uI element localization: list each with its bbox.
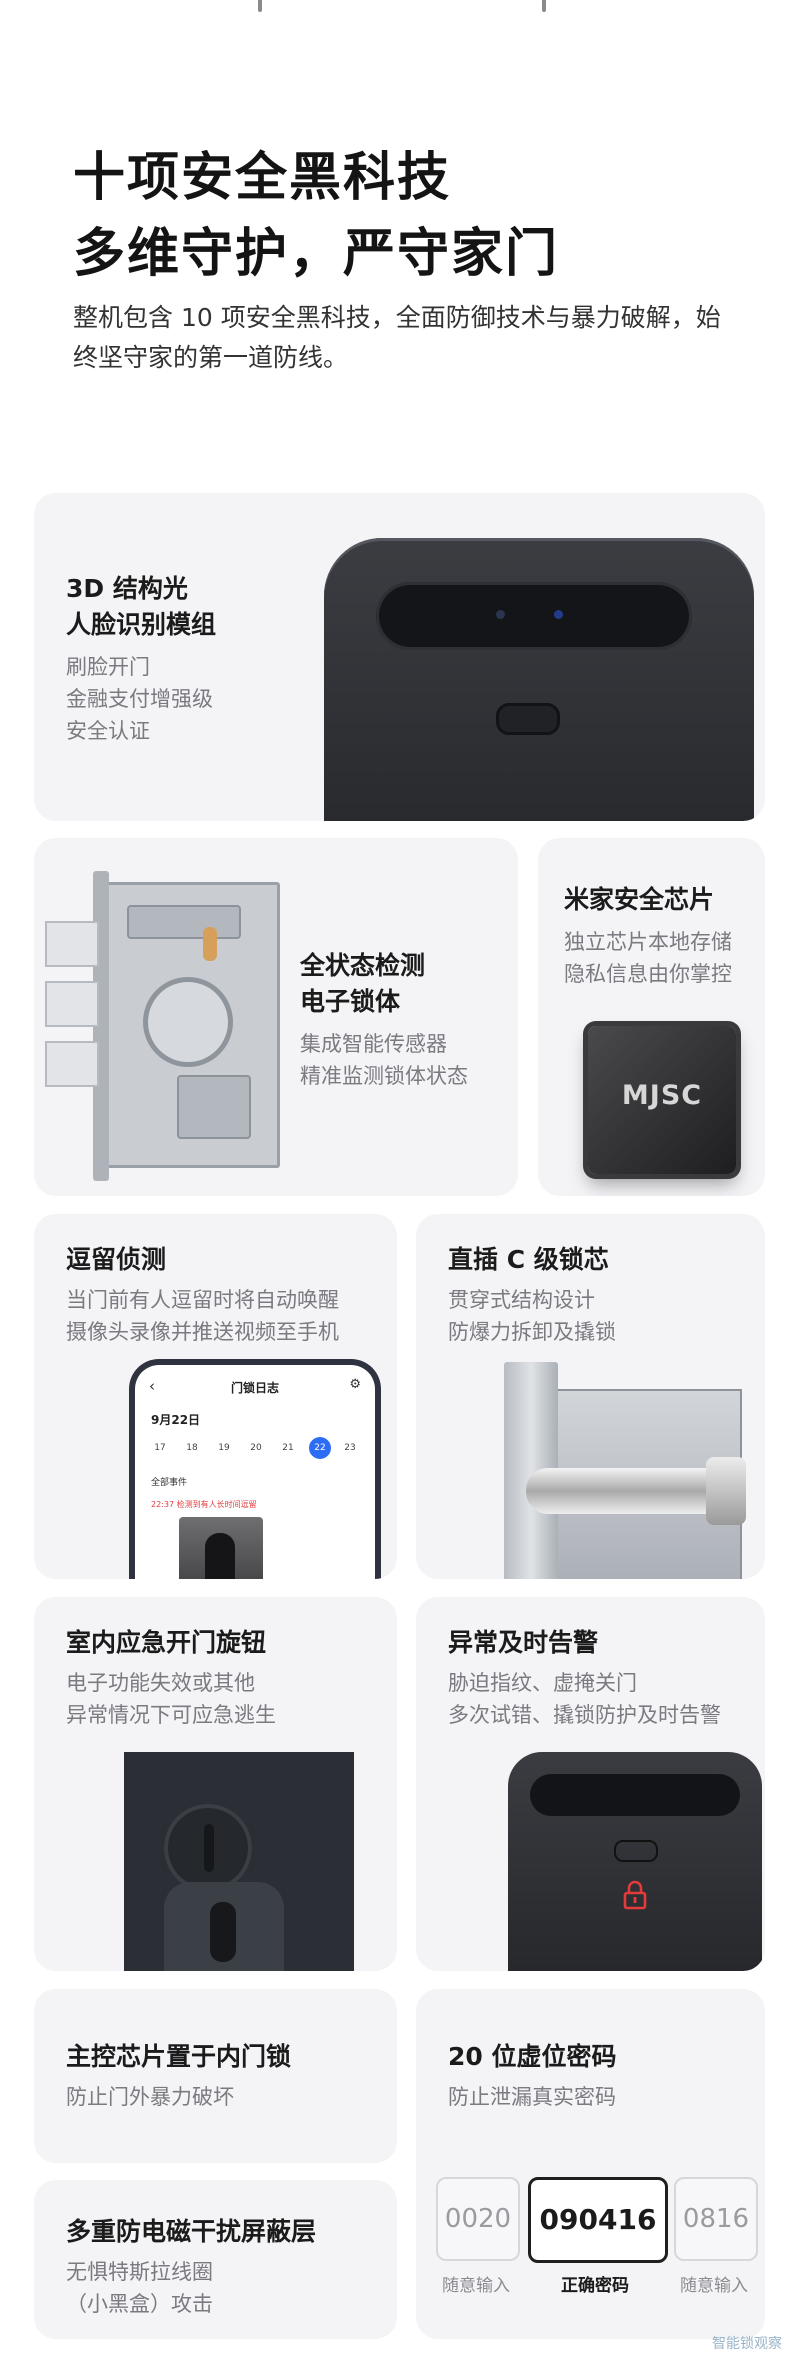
sensor-dot xyxy=(496,610,505,619)
security-chip-image: MJSC xyxy=(588,1026,736,1174)
latch-bolt xyxy=(45,921,99,967)
card-title: 异常及时告警 xyxy=(448,1628,599,1657)
lock-slot xyxy=(496,703,560,735)
day-item: 18 xyxy=(186,1443,198,1453)
top-edge-stub xyxy=(258,0,262,12)
card-desc-line1: 无惧特斯拉线圈 xyxy=(66,2260,213,2284)
phone-mockup: ‹ 门锁日志 ⚙ 9月22日 17 18 19 20 21 22 23 全部事件… xyxy=(129,1359,381,1579)
card-desc: 防止门外暴力破坏 xyxy=(66,2085,234,2109)
card-title-line2: 电子锁体 xyxy=(300,987,401,1016)
latch-bolt xyxy=(45,981,99,1027)
sensor-dot xyxy=(554,610,563,619)
card-desc-line1: 当门前有人逗留时将自动唤醒 xyxy=(66,1288,339,1312)
card-title-line2: 人脸识别模组 xyxy=(66,610,217,639)
card-title: 20 位虚位密码 xyxy=(448,2042,617,2071)
lock-part xyxy=(177,1075,251,1139)
card-title-line1: 全状态检测 xyxy=(300,951,426,980)
back-arrow-icon: ‹ xyxy=(149,1377,155,1395)
card-desc-line1: 电子功能失效或其他 xyxy=(66,1671,255,1695)
card-desc-line2: （小黑盒）攻击 xyxy=(66,2292,213,2316)
top-edge-stub xyxy=(542,0,546,12)
card-desc-line3: 安全认证 xyxy=(66,719,150,743)
latch-bolt xyxy=(45,1041,99,1087)
inner-lock-image xyxy=(124,1752,354,1971)
face-lock-image xyxy=(324,538,754,821)
knob-socket xyxy=(164,1804,252,1892)
card-desc-line1: 集成智能传感器 xyxy=(300,1032,447,1056)
card-desc-line2: 金融支付增强级 xyxy=(66,687,213,711)
password-label-right: 随意输入 xyxy=(680,2276,748,2296)
top-edge xyxy=(0,0,800,14)
password-segment-right: 0816 xyxy=(674,2177,758,2261)
hero-title: 十项安全黑科技 多维守护，严守家门 xyxy=(73,140,559,292)
card-desc-line1: 独立芯片本地存储 xyxy=(564,930,732,954)
card-virtual-password: 20 位虚位密码 防止泄漏真实密码 0020 090416 0816 随意输入 … xyxy=(416,1989,765,2339)
card-em-shielding: 多重防电磁干扰屏蔽层 无惧特斯拉线圈 （小黑盒）攻击 xyxy=(34,2180,397,2339)
hero-title-line2: 多维守护，严守家门 xyxy=(73,224,560,284)
card-title: 室内应急开门旋钮 xyxy=(66,1628,267,1657)
card-desc-line2: 摄像头录像并推送视频至手机 xyxy=(66,1320,339,1344)
card-title: 直插 C 级锁芯 xyxy=(448,1245,609,1274)
card-title: 米家安全芯片 xyxy=(564,885,715,914)
day-item: 20 xyxy=(250,1443,262,1453)
card-desc-line2: 多次试错、撬锁防护及时告警 xyxy=(448,1703,721,1727)
day-item: 21 xyxy=(282,1443,294,1453)
card-alarm: 异常及时告警 胁迫指纹、虚掩关门 多次试错、撬锁防护及时告警 xyxy=(416,1597,765,1971)
card-desc-line2: 隐私信息由你掌控 xyxy=(564,962,732,986)
card-desc-line1: 胁迫指纹、虚掩关门 xyxy=(448,1671,637,1695)
card-desc-line2: 精准监测锁体状态 xyxy=(300,1064,468,1088)
lock-slot xyxy=(614,1840,658,1862)
phone-date: 9月22日 xyxy=(151,1413,201,1427)
lock-window xyxy=(530,1774,740,1816)
card-security-chip: 米家安全芯片 独立芯片本地存储 隐私信息由你掌控 MJSC xyxy=(538,838,765,1196)
day-item: 17 xyxy=(154,1443,166,1453)
card-face-recognition: 3D 结构光 人脸识别模组 刷脸开门 金融支付增强级 安全认证 xyxy=(34,493,765,821)
cylinder-end xyxy=(706,1457,746,1525)
card-lock-cylinder: 直插 C 级锁芯 贯穿式结构设计 防爆力拆卸及撬锁 xyxy=(416,1214,765,1579)
watermark: 智能锁观察 xyxy=(712,2336,782,2352)
card-lock-body: 全状态检测 电子锁体 集成智能传感器 精准监测锁体状态 xyxy=(34,838,518,1196)
mortise-lock-image xyxy=(45,871,280,1181)
card-title: 逗留侦测 xyxy=(66,1245,167,1274)
day-item: 23 xyxy=(344,1443,356,1453)
card-title: 多重防电磁干扰屏蔽层 xyxy=(66,2217,317,2246)
card-desc: 防止泄漏真实密码 xyxy=(448,2085,616,2109)
card-desc-line2: 异常情况下可应急逃生 xyxy=(66,1703,276,1727)
card-emergency-knob: 室内应急开门旋钮 电子功能失效或其他 异常情况下可应急逃生 xyxy=(34,1597,397,1971)
event-filter: 全部事件 xyxy=(151,1478,188,1488)
card-main-chip: 主控芯片置于内门锁 防止门外暴力破坏 xyxy=(34,1989,397,2163)
settings-icon: ⚙ xyxy=(349,1377,361,1392)
camera-snapshot xyxy=(179,1517,263,1579)
card-title-line1: 3D 结构光 xyxy=(66,574,188,603)
person-silhouette xyxy=(205,1533,235,1579)
hero-description: 整机包含 10 项安全黑科技，全面防御技术与暴力破解，始终坚守家的第一道防线。 xyxy=(73,303,721,372)
lock-gear xyxy=(143,977,233,1067)
password-segment-left: 0020 xyxy=(436,2177,520,2261)
card-desc-line1: 贯穿式结构设计 xyxy=(448,1288,595,1312)
card-desc-line1: 刷脸开门 xyxy=(66,655,150,679)
password-label-correct: 正确密码 xyxy=(561,2276,629,2296)
lock-pin xyxy=(203,927,217,961)
red-lock-icon xyxy=(623,1880,647,1910)
card-desc-line2: 防爆力拆卸及撬锁 xyxy=(448,1320,616,1344)
day-strip: 17 18 19 20 21 22 23 xyxy=(149,1437,361,1461)
alarm-lock-image xyxy=(508,1752,762,1971)
cylinder-barrel xyxy=(526,1468,738,1514)
password-label-left: 随意输入 xyxy=(442,2276,510,2296)
face-sensor-window xyxy=(376,582,692,650)
day-item: 19 xyxy=(218,1443,230,1453)
emergency-knob xyxy=(164,1882,284,1971)
password-segment-correct: 090416 xyxy=(528,2177,668,2263)
day-item-selected: 22 xyxy=(309,1437,331,1459)
card-linger-detection: 逗留侦测 当门前有人逗留时将自动唤醒 摄像头录像并推送视频至手机 ‹ 门锁日志 … xyxy=(34,1214,397,1579)
event-entry: 22:37 检测到有人长时间逗留 xyxy=(151,1500,257,1509)
phone-screen-title: 门锁日志 xyxy=(230,1381,279,1395)
lock-part xyxy=(127,905,241,939)
card-title: 主控芯片置于内门锁 xyxy=(66,2042,292,2071)
chip-label: MJSC xyxy=(621,1080,703,1111)
hero-title-line1: 十项安全黑科技 xyxy=(73,148,452,208)
